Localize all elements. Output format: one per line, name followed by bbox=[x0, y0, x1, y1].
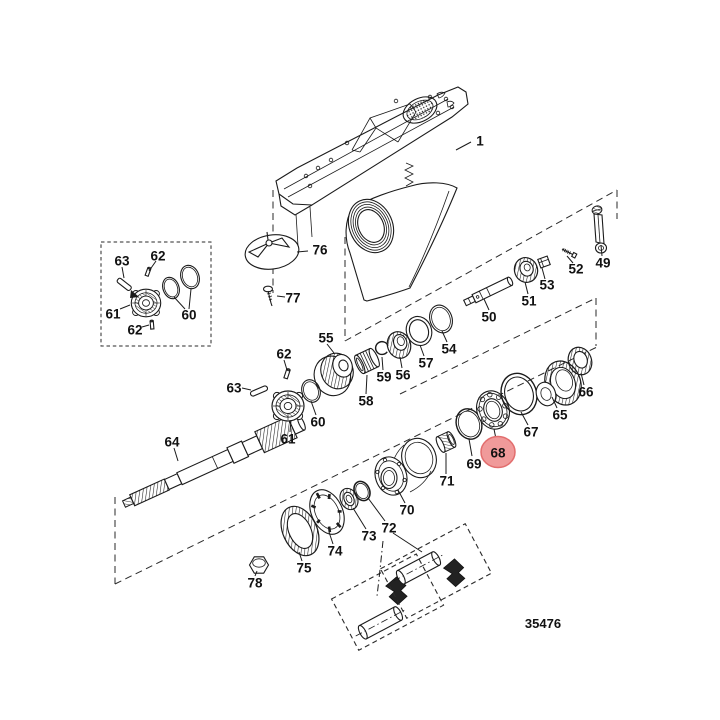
part-label-52[interactable]: 52 bbox=[568, 262, 583, 277]
part-label-1[interactable]: 1 bbox=[476, 134, 484, 149]
prop-shaft-64-drawing bbox=[121, 415, 306, 508]
key-drawing-inset bbox=[116, 277, 132, 292]
part-label-65[interactable]: 65 bbox=[552, 408, 568, 423]
part-label-70[interactable]: 70 bbox=[399, 503, 414, 518]
roller-bearing-58-drawing bbox=[354, 347, 380, 375]
key-63-drawing bbox=[249, 385, 269, 397]
driven-gear-55-drawing bbox=[313, 352, 354, 397]
forward-gear-65-drawing bbox=[535, 360, 582, 407]
detail-box-right bbox=[379, 522, 493, 620]
part-label-74[interactable]: 74 bbox=[327, 544, 343, 559]
ball-bearing-68-drawing bbox=[476, 390, 510, 430]
part-label-51[interactable]: 51 bbox=[521, 294, 537, 309]
bearing-carrier-70-drawing bbox=[374, 437, 437, 496]
part-label-58[interactable]: 58 bbox=[358, 394, 374, 409]
pin-62-drawing bbox=[283, 368, 291, 380]
part-label-63[interactable]: 63 bbox=[226, 381, 242, 396]
part-label-66[interactable]: 66 bbox=[578, 385, 594, 400]
gear-ring-75-drawing bbox=[280, 505, 320, 557]
carrier-61-drawing bbox=[271, 390, 305, 422]
follower-51-drawing bbox=[513, 257, 539, 283]
part-label-63[interactable]: 63 bbox=[114, 254, 130, 269]
ring-67-drawing bbox=[500, 372, 538, 416]
part-label-68[interactable]: 68 bbox=[490, 446, 506, 461]
leader-lines bbox=[119, 141, 603, 597]
shaft-50-drawing bbox=[462, 276, 514, 307]
part-label-56[interactable]: 56 bbox=[395, 368, 411, 383]
link-49-drawing bbox=[591, 205, 608, 254]
part-label-50[interactable]: 50 bbox=[481, 310, 496, 325]
carrier-drawing-inset bbox=[130, 288, 162, 318]
part-label-59[interactable]: 59 bbox=[376, 370, 391, 385]
retainer-spring-72-drawing bbox=[353, 480, 371, 502]
bearing-56-drawing bbox=[386, 331, 412, 359]
part-label-69[interactable]: 69 bbox=[466, 457, 481, 472]
arrowhead bbox=[130, 290, 139, 298]
gearcase-bore bbox=[347, 198, 395, 254]
part-label-61[interactable]: 61 bbox=[280, 432, 296, 447]
part-label-60[interactable]: 60 bbox=[310, 415, 325, 430]
part-label-61[interactable]: 61 bbox=[105, 307, 121, 322]
retaining-clip-59-drawing bbox=[374, 340, 389, 356]
race-66-drawing bbox=[567, 346, 593, 376]
part-label-62[interactable]: 62 bbox=[276, 347, 291, 362]
trim-tab-screw-drawing bbox=[262, 285, 274, 307]
part-label-67[interactable]: 67 bbox=[523, 425, 538, 440]
bearing-73-drawing bbox=[339, 487, 359, 511]
part-label-76[interactable]: 76 bbox=[312, 243, 328, 258]
screw-52-drawing bbox=[561, 247, 578, 259]
part-label-72[interactable]: 72 bbox=[381, 521, 396, 536]
construction-lines bbox=[114, 189, 618, 585]
part-label-54[interactable]: 54 bbox=[441, 342, 457, 357]
part-label-55[interactable]: 55 bbox=[318, 331, 334, 346]
part-label-77[interactable]: 77 bbox=[285, 291, 300, 306]
race-57-drawing bbox=[405, 315, 433, 347]
part-label-57[interactable]: 57 bbox=[418, 356, 433, 371]
part-label-71[interactable]: 71 bbox=[439, 474, 455, 489]
part-label-62[interactable]: 62 bbox=[150, 249, 165, 264]
part-label-53[interactable]: 53 bbox=[539, 278, 555, 293]
part-label-62[interactable]: 62 bbox=[127, 323, 142, 338]
o-ring-54-drawing bbox=[429, 304, 453, 334]
part-label-60[interactable]: 60 bbox=[181, 308, 196, 323]
drawing-number: 35476 bbox=[525, 616, 561, 631]
part-label-75[interactable]: 75 bbox=[296, 561, 312, 576]
block-53-drawing bbox=[537, 255, 551, 269]
sleeve-71-drawing bbox=[435, 431, 457, 453]
part-label-78[interactable]: 78 bbox=[247, 576, 263, 591]
highlight-circle bbox=[480, 435, 516, 469]
nut-78-drawing bbox=[248, 556, 270, 574]
part-label-73[interactable]: 73 bbox=[361, 529, 377, 544]
part-label-49[interactable]: 49 bbox=[595, 256, 610, 271]
ring-60-drawing bbox=[301, 379, 321, 403]
gearcase-housing-drawing bbox=[275, 86, 469, 302]
detail-box-left bbox=[330, 553, 445, 652]
trim-tab-drawing bbox=[244, 231, 300, 270]
part-label-64[interactable]: 64 bbox=[164, 435, 180, 450]
tab-washer-74-drawing bbox=[309, 489, 345, 535]
